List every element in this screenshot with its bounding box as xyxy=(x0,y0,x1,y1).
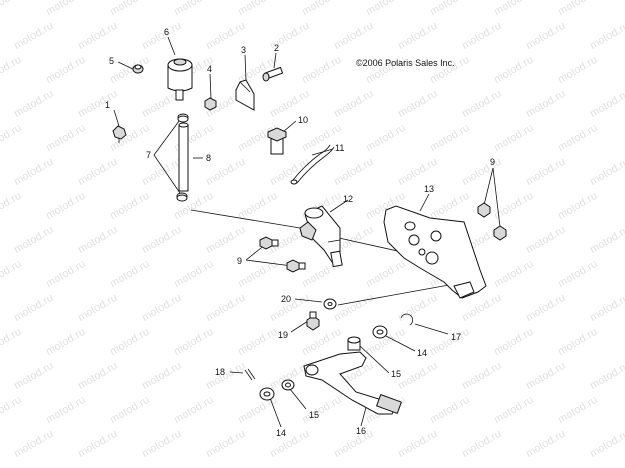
washer-20 xyxy=(323,298,337,310)
callout-7: 7 xyxy=(146,150,151,160)
cylinder-bolt-upper xyxy=(259,236,279,250)
callout-15-lower: 15 xyxy=(309,410,319,420)
callout-9-right: 9 xyxy=(490,157,495,167)
callout-1: 1 xyxy=(105,100,110,110)
callout-8: 8 xyxy=(206,153,211,163)
leader-lines xyxy=(113,36,501,428)
callout-19: 19 xyxy=(278,330,288,340)
bracket-screw-4 xyxy=(204,97,217,111)
washer-14-lower xyxy=(259,387,275,401)
brake-hose xyxy=(178,122,189,192)
banjo-bolt xyxy=(267,127,287,155)
pivot-bolt-19 xyxy=(306,311,320,331)
cotter-pin-18 xyxy=(244,368,256,381)
brake-reservoir xyxy=(167,58,193,101)
cylinder-bolt-lower xyxy=(286,259,306,273)
callout-9-left: 9 xyxy=(237,256,242,266)
bleeder-cap xyxy=(112,125,127,143)
callout-12: 12 xyxy=(343,194,353,204)
callout-14-upper: 14 xyxy=(417,348,427,358)
callout-14-lower: 14 xyxy=(276,428,286,438)
bracket-bolt-2 xyxy=(262,66,284,82)
callout-18: 18 xyxy=(215,367,225,377)
copyright-notice: ©2006 Polaris Sales Inc. xyxy=(356,58,455,68)
reservoir-bracket xyxy=(235,79,255,111)
callout-16: 16 xyxy=(356,426,366,436)
callout-2: 2 xyxy=(274,43,279,53)
callout-15-upper: 15 xyxy=(391,369,401,379)
retaining-clip-17 xyxy=(400,313,414,326)
bushing-15-lower xyxy=(281,379,295,391)
callout-10: 10 xyxy=(298,115,308,125)
bracket-bolt-upper xyxy=(477,202,491,218)
callout-13: 13 xyxy=(424,184,434,194)
callout-20: 20 xyxy=(281,294,291,304)
reservoir-cap-screw xyxy=(132,64,144,74)
hose-clamp-upper xyxy=(177,113,189,123)
bushing-15-upper xyxy=(347,336,361,351)
callout-3: 3 xyxy=(241,45,246,55)
hose-clamp-lower xyxy=(176,192,188,202)
callout-labels: 1 2 3 4 5 6 7 8 9 9 10 11 12 13 14 14 15… xyxy=(105,27,495,438)
brake-pedal xyxy=(303,351,403,415)
brake-line xyxy=(290,144,335,185)
callout-11: 11 xyxy=(335,143,344,153)
master-cylinder xyxy=(299,205,343,268)
callout-4: 4 xyxy=(207,64,212,74)
callout-6: 6 xyxy=(164,27,169,37)
callout-5: 5 xyxy=(109,56,114,66)
pedal-mount-bracket xyxy=(383,205,487,299)
bracket-bolt-lower xyxy=(493,225,507,241)
callout-17: 17 xyxy=(451,332,461,342)
washer-14-upper xyxy=(372,325,388,339)
